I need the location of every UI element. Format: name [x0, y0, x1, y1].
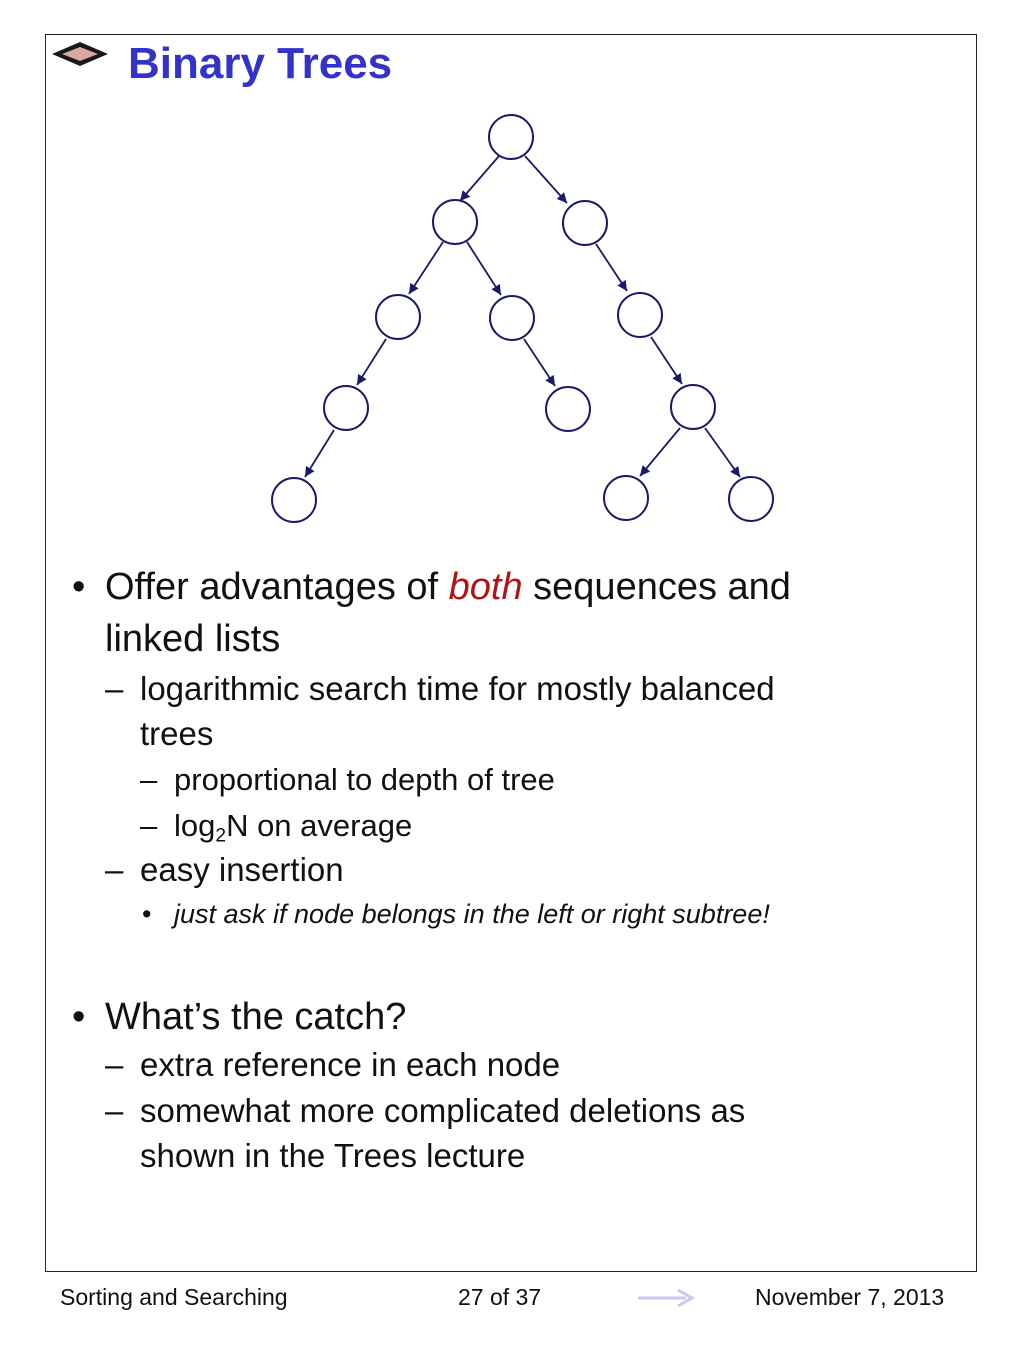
sub-bullet-continuation: shown in the Trees lecture: [140, 1137, 526, 1174]
tree-edge: [304, 429, 335, 478]
tree-edge: [523, 338, 556, 387]
diamond-bullet-icon: [52, 42, 108, 66]
dash-marker: –: [140, 808, 158, 843]
tree-edge: [466, 241, 502, 296]
bullet-marker: •: [72, 566, 86, 608]
bullet-text: What’s the catch?: [105, 996, 407, 1038]
footer-page-number: 27 of 37: [458, 1284, 542, 1310]
tree-node: [603, 475, 649, 521]
log-text: log: [174, 808, 216, 843]
sub-bullet-text: somewhat more complicated deletions as: [140, 1092, 746, 1129]
footer-date: November 7, 2013: [755, 1284, 945, 1310]
tree-node: [432, 199, 478, 245]
tree-edge: [524, 155, 568, 204]
emphasis-text: both: [448, 566, 523, 608]
tree-node: [728, 476, 774, 522]
log-text-rest: N on average: [226, 808, 413, 843]
tree-node: [271, 477, 317, 523]
sub-sub-bullet-text: just ask if node belongs in the left or …: [174, 899, 770, 929]
tree-node: [545, 386, 591, 432]
sub-bullet-text: extra reference in each node: [140, 1046, 561, 1083]
bullet-text-part: sequences and: [522, 566, 791, 608]
slide-frame: [45, 34, 977, 1272]
bullet-marker: •: [142, 899, 152, 929]
log-subscript: 2: [215, 825, 227, 847]
dash-marker: –: [105, 1046, 124, 1083]
arrow-right-icon[interactable]: [636, 1286, 696, 1310]
tree-edge: [459, 155, 500, 202]
sub-sub-bullet-text: log2N on average: [174, 808, 413, 847]
binary-tree-diagram: [271, 114, 774, 523]
footer-course-title: Sorting and Searching: [60, 1284, 288, 1310]
tree-edge: [650, 336, 683, 385]
tree-node: [488, 114, 534, 160]
dash-marker: –: [105, 851, 124, 888]
sub-bullet-continuation: trees: [140, 715, 214, 752]
sub-bullet-text: easy insertion: [140, 851, 344, 888]
tree-node: [375, 294, 421, 340]
slide-title: Binary Trees: [128, 39, 393, 88]
sub-sub-bullet-text: proportional to depth of tree: [174, 762, 555, 797]
tree-edge: [408, 241, 444, 295]
tree-node: [562, 200, 608, 246]
dash-marker: –: [140, 762, 158, 797]
tree-node: [670, 384, 716, 430]
bullet-marker: •: [72, 996, 86, 1038]
bullet-text: Offer advantages of both sequences and: [105, 566, 791, 610]
tree-edge: [595, 243, 628, 292]
bullet-continuation: linked lists: [105, 618, 281, 660]
tree-edge: [704, 427, 741, 478]
tree-node: [617, 292, 663, 338]
bullet-text-part: Offer advantages of: [105, 566, 449, 608]
dash-marker: –: [105, 1092, 124, 1129]
tree-node: [323, 385, 369, 431]
tree-edge: [639, 427, 681, 477]
dash-marker: –: [105, 670, 124, 707]
tree-node: [489, 295, 535, 341]
sub-bullet-text: logarithmic search time for mostly balan…: [140, 670, 775, 707]
slide-footer: Sorting and Searching 27 of 37 November …: [0, 1280, 1024, 1320]
tree-edge: [356, 338, 387, 386]
